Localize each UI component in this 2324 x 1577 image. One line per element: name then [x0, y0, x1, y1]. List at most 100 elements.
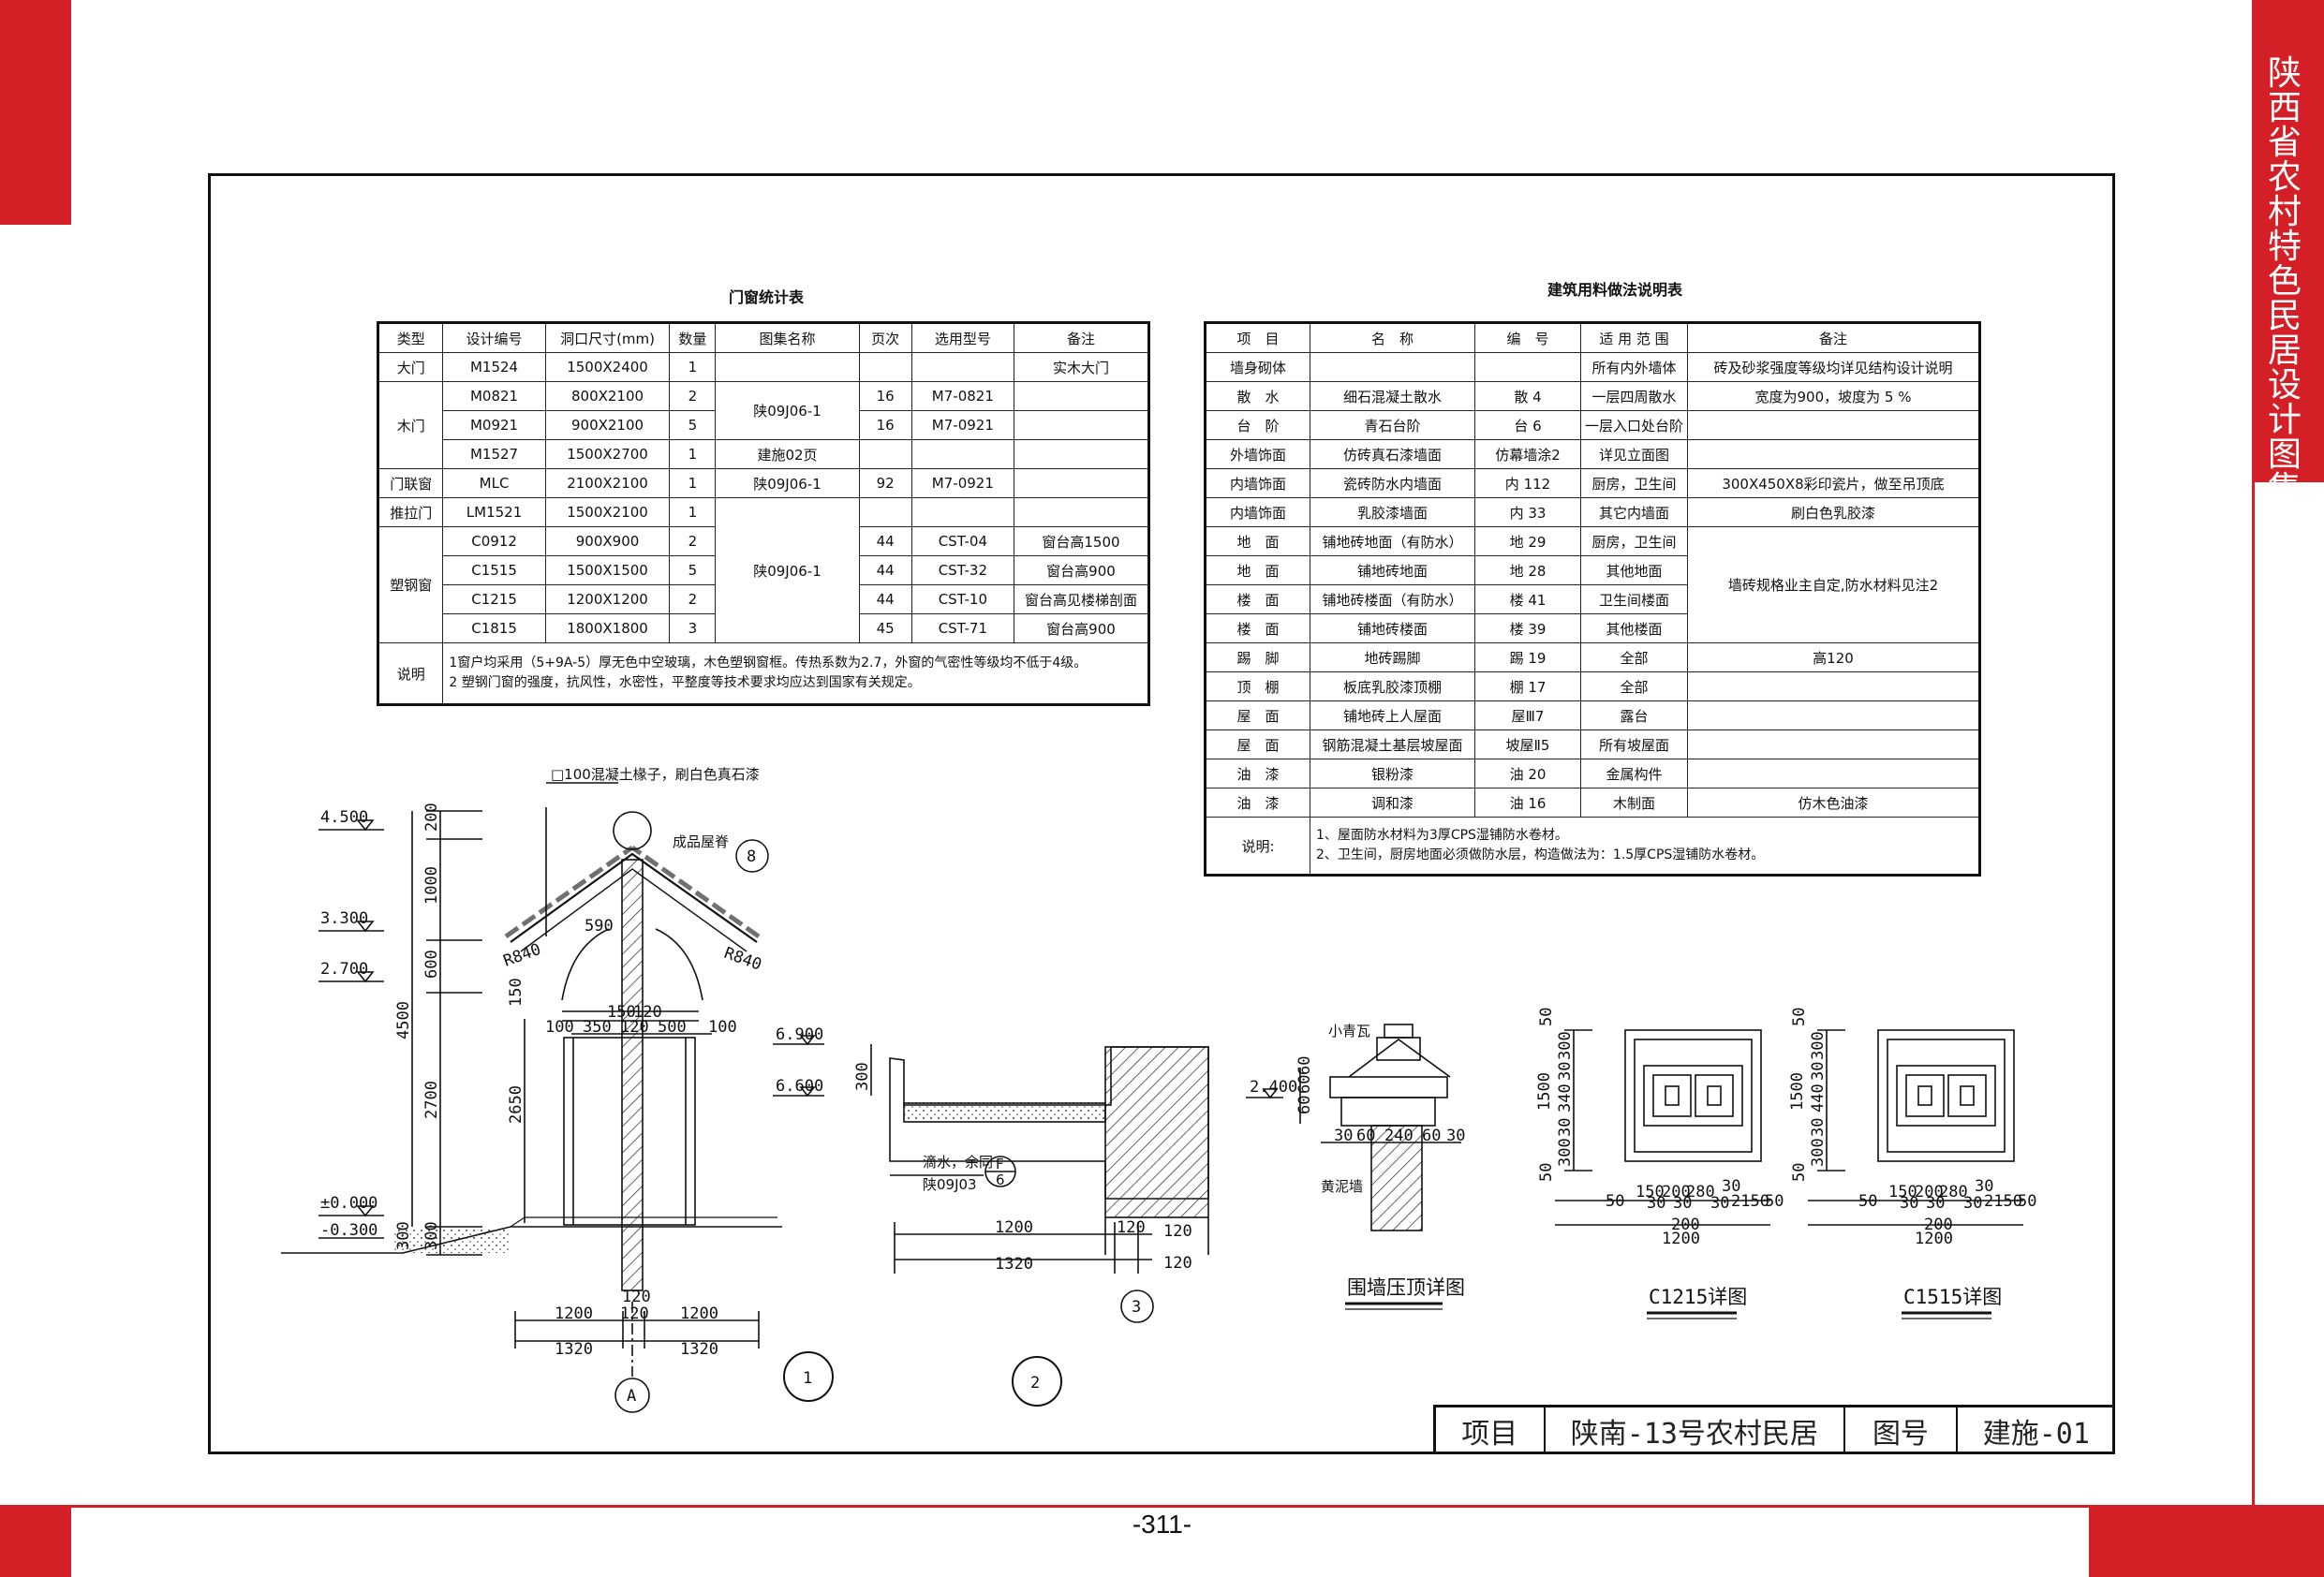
table-row: 木门 M0821 800X2100 2 陕09J06-1 16 M7-0821 [377, 381, 1150, 469]
dim-label: 300 [394, 1221, 413, 1250]
qty-cell: 5 [669, 555, 717, 585]
code-cell: 踢 19 [1474, 642, 1581, 672]
qty-cell: 5 [669, 410, 717, 440]
type-cell: 推拉门 [377, 497, 444, 527]
note-line: 1、屋面防水材料为3厚CPS湿铺防水卷材。 [1316, 828, 1568, 843]
qty-cell: 2 [669, 584, 717, 614]
dim-label: 1200 [555, 1304, 593, 1323]
page-number: -311- [1132, 1510, 1192, 1539]
qty-cell: 2 [669, 526, 717, 556]
drip-ref-bottom: 6 [996, 1172, 1005, 1188]
dim-label: 50 [1858, 1192, 1877, 1211]
material-table-header-row: 项 目 名 称 编 号 适 用 范 围 备注 [1205, 322, 1980, 353]
item-cell: 楼 面 [1205, 613, 1310, 643]
sidebar-title-glyph: 色 [2267, 262, 2302, 301]
scope-cell: 其他楼面 [1580, 613, 1688, 643]
dim-label: 50 [1606, 1192, 1624, 1211]
page-cell [858, 439, 912, 469]
size-cell: 800X2100 [544, 381, 671, 411]
corner-red-block-bottom-right [2089, 1508, 2324, 1577]
dim-label: 50 [1790, 1163, 1809, 1182]
dim-label: 500 [658, 1018, 687, 1037]
dim-label: 2150 [1731, 1192, 1769, 1211]
header-cell: 适 用 范 围 [1580, 322, 1688, 353]
item-cell: 楼 面 [1205, 584, 1310, 614]
dim-label: 1200 [1915, 1230, 1953, 1248]
item-cell: 油 漆 [1205, 759, 1310, 788]
code-cell: 楼 41 [1474, 584, 1581, 614]
size-cell: 900X900 [544, 526, 671, 556]
code-cell: MLC [442, 468, 546, 498]
dim-label: 60 [1295, 1056, 1314, 1075]
note-line: 2、卫生间，厨房地面必须做防水层，构造做法为：1.5厚CPS湿铺防水卷材。 [1316, 847, 1765, 862]
detail-circle [735, 839, 769, 873]
sidebar-title-glyph: 集 [2267, 470, 2302, 508]
remark-cell [1013, 410, 1150, 440]
dim-label: 4500 [394, 1001, 413, 1039]
dim-label: 2700 [422, 1081, 441, 1119]
sidebar-title-glyph: 特 [2267, 228, 2302, 266]
dim-label: 100 [708, 1018, 737, 1037]
model-cell: M7-0821 [910, 381, 1014, 411]
detail-circle-label: 8 [747, 847, 756, 866]
note-row: 说明: 1、屋面防水材料为3厚CPS湿铺防水卷材。 2、卫生间，厨房地面必须做防… [1205, 817, 1980, 876]
scope-cell: 全部 [1580, 671, 1688, 701]
dim-label: 2150 [1984, 1192, 2022, 1211]
note-content: 1、屋面防水材料为3厚CPS湿铺防水卷材。 2、卫生间，厨房地面必须做防水层，构… [1310, 817, 1980, 876]
section-circle-label: 1 [803, 1369, 812, 1388]
name-cell: 瓷砖防水内墙面 [1310, 468, 1475, 498]
eave-section-drawing [773, 1035, 1209, 1407]
scope-cell: 金属构件 [1580, 759, 1688, 788]
qty-cell: 3 [669, 613, 717, 643]
wall-cap-detail-drawing [1246, 1024, 1461, 1231]
note-line: 2 塑钢门窗的强度，抗风性，水密性，平整度等技术要求均应达到国家有关规定。 [449, 675, 921, 690]
size-cell: 1500X2700 [544, 439, 671, 469]
dim-label: 1200 [995, 1218, 1033, 1237]
scope-cell: 露台 [1580, 700, 1688, 730]
size-cell: 1800X1800 [544, 613, 671, 643]
sidebar-title-glyph: 民 [2267, 297, 2302, 335]
dim-label: 30 [1647, 1194, 1665, 1213]
scope-cell: 详见立面图 [1580, 439, 1688, 469]
material-table-title: 建筑用料做法说明表 [1547, 281, 1683, 299]
note-row: 说明 1窗户均采用（5+9A-5）厚无色中空玻璃，木色塑钢窗框。传热系数为2.7… [377, 642, 1149, 705]
header-cell: 名 称 [1310, 322, 1475, 353]
note-content: 1窗户均采用（5+9A-5）厚无色中空玻璃，木色塑钢窗框。传热系数为2.7，外窗… [442, 642, 1149, 705]
remark-cell: 窗台高见楼梯剖面 [1013, 584, 1150, 614]
c1515-title: C1515详图 [1903, 1286, 2002, 1308]
header-cell: 类型 [377, 322, 444, 353]
dim-label: 300 [1809, 1031, 1828, 1060]
dim-label: 120 [1117, 1218, 1146, 1237]
code-cell: 地 29 [1474, 526, 1581, 556]
dim-label: 1320 [555, 1340, 593, 1359]
item-cell: 内墙饰面 [1205, 497, 1310, 527]
qty-cell: 1 [669, 439, 717, 469]
dim-label: 120 [633, 1003, 662, 1022]
code-cell: C1215 [442, 584, 546, 614]
dim-label: 30 [1722, 1177, 1740, 1196]
header-cell: 洞口尺寸(mm) [544, 322, 671, 353]
dim-label: 150 [1636, 1183, 1665, 1201]
elev-label: 2.700 [320, 960, 368, 979]
project-label: 项目 [1436, 1408, 1546, 1454]
dim-label: 120 [620, 1304, 649, 1323]
header-cell: 设计编号 [442, 322, 546, 353]
sidebar-title-glyph: 村 [2267, 193, 2302, 231]
item-cell: 屋 面 [1205, 700, 1310, 730]
dim-label: 300 [1556, 1031, 1575, 1060]
note-label: 说明: [1205, 817, 1310, 876]
dim-label: 60 [1422, 1127, 1441, 1145]
item-cell: 墙身砌体 [1205, 352, 1310, 382]
dim-label: 2650 [507, 1085, 525, 1124]
dim-label: 30 [1334, 1127, 1353, 1145]
code-cell: 棚 17 [1474, 671, 1581, 701]
item-cell: 油 漆 [1205, 788, 1310, 818]
dim-label: 590 [585, 917, 614, 936]
name-cell: 钢筋混凝土基层坡屋面 [1310, 730, 1475, 759]
code-cell: C1515 [442, 555, 546, 585]
sidebar-title-glyph: 西 [2267, 89, 2302, 127]
